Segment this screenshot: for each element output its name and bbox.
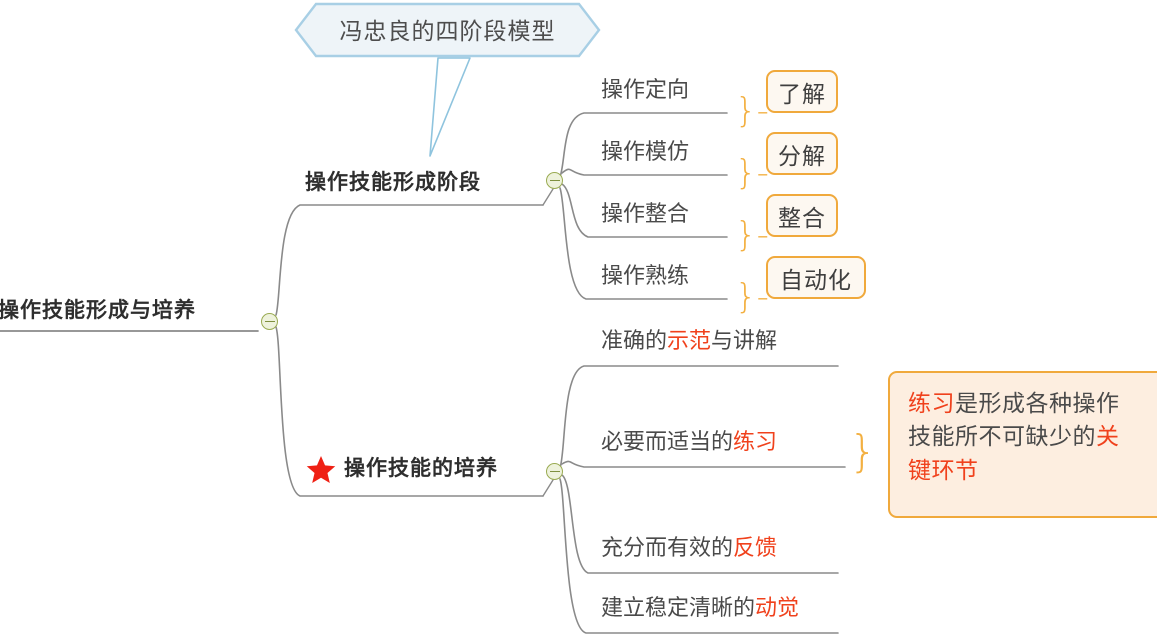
red-star-icon [306,455,336,484]
leaf-text-part: 建立稳定清晰的 [601,595,756,620]
note-text-part: 是形成各种操作 [955,390,1120,416]
branch-node-formation-stage[interactable]: 操作技能形成阶段 [305,171,481,194]
root-collapse-toggle[interactable] [261,313,278,330]
note-text-highlight: 练习 [908,390,955,416]
note-box-practice-key-link[interactable]: 练习是形成各种操作 技能所不可缺少的关 键环节 [888,371,1157,518]
note-text-part: 技能所不可缺少的 [908,423,1096,450]
callout-label: 冯忠良的四阶段模型 [339,18,556,44]
leaf-text-part: 准确的 [601,328,668,353]
tag-box-liaojie[interactable]: 了解 [766,70,838,113]
note-line: 练习是形成各种操作 [908,387,1150,420]
note-text-highlight: 关 [1096,423,1120,450]
callout-hexagon-shape [294,2,601,58]
leaf-node-effective-feedback[interactable]: 充分而有效的反馈 [601,537,777,559]
root-node-label[interactable]: 操作技能形成与培养 [0,299,196,322]
tag-box-fenjie[interactable]: 分解 [766,132,838,175]
leaf-text-part: 充分而有效的 [601,535,734,560]
leaf-node-necessary-practice[interactable]: 必要而适当的练习 [601,431,777,453]
leaf-text-highlight: 动觉 [755,595,800,620]
leaf-node-accurate-demonstration[interactable]: 准确的示范与讲解 [601,330,777,352]
leaf-node-operation-imitation[interactable]: 操作模仿 [601,139,690,164]
leaf-node-operation-proficiency[interactable]: 操作熟练 [601,263,690,288]
tag-box-zidonghua[interactable]: 自动化 [766,256,866,299]
note-line: 键环节 [908,454,1150,487]
leaf-node-operation-orientation[interactable]: 操作定向 [601,77,690,102]
callout-four-stage-model[interactable]: 冯忠良的四阶段模型 [294,2,601,58]
curly-brace-icon: }‑ [735,215,769,255]
curly-brace-icon: } [849,426,877,477]
leaf-text-part: 必要而适当的 [601,429,734,454]
leaf-text-highlight: 反馈 [733,535,778,560]
curly-brace-icon: }‑ [735,153,769,193]
leaf-node-stable-kinesthesia[interactable]: 建立稳定清晰的动觉 [601,597,799,619]
tag-box-zhenghe[interactable]: 整合 [766,194,838,237]
note-line: 技能所不可缺少的关 [908,420,1150,453]
callout-tail [429,57,471,157]
leaf-node-operation-integration[interactable]: 操作整合 [601,201,690,226]
branch-cultivation-collapse-toggle[interactable] [546,463,563,480]
curly-brace-icon: }‑ [735,277,769,317]
curly-brace-icon: }‑ [735,91,769,131]
note-text-highlight: 键环节 [908,456,979,483]
branch-node-skill-cultivation[interactable]: 操作技能的培养 [344,457,498,480]
leaf-text-part: 与讲解 [711,328,778,353]
leaf-text-highlight: 示范 [667,328,712,353]
leaf-text-highlight: 练习 [733,429,778,454]
branch-formation-collapse-toggle[interactable] [546,172,563,189]
